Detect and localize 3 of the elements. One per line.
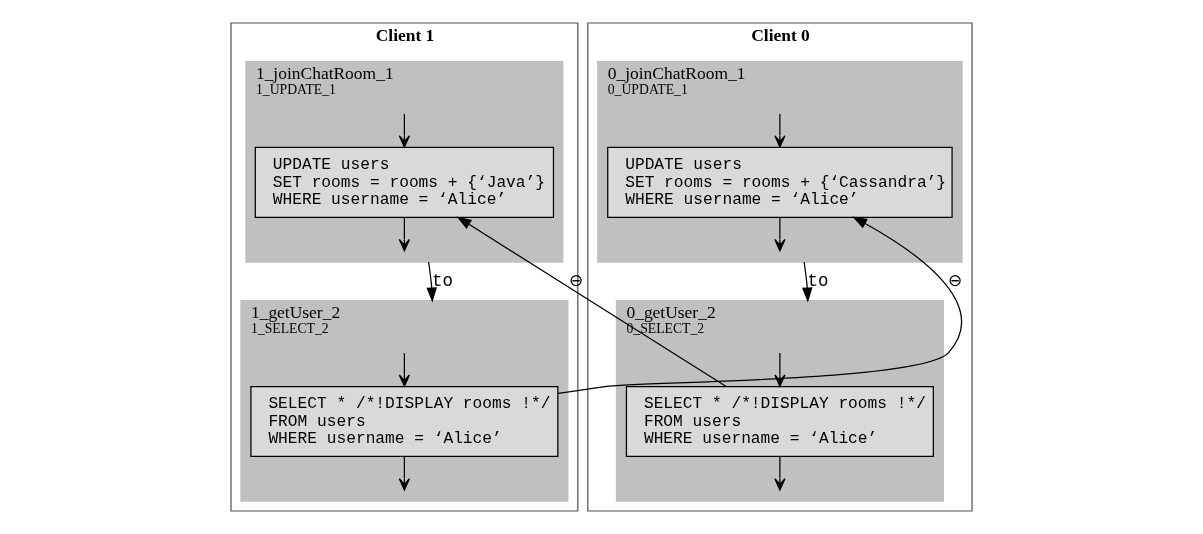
edge-label: ⊖ — [948, 270, 963, 291]
edge-label: to — [807, 270, 829, 291]
edge-label: to — [431, 270, 453, 291]
